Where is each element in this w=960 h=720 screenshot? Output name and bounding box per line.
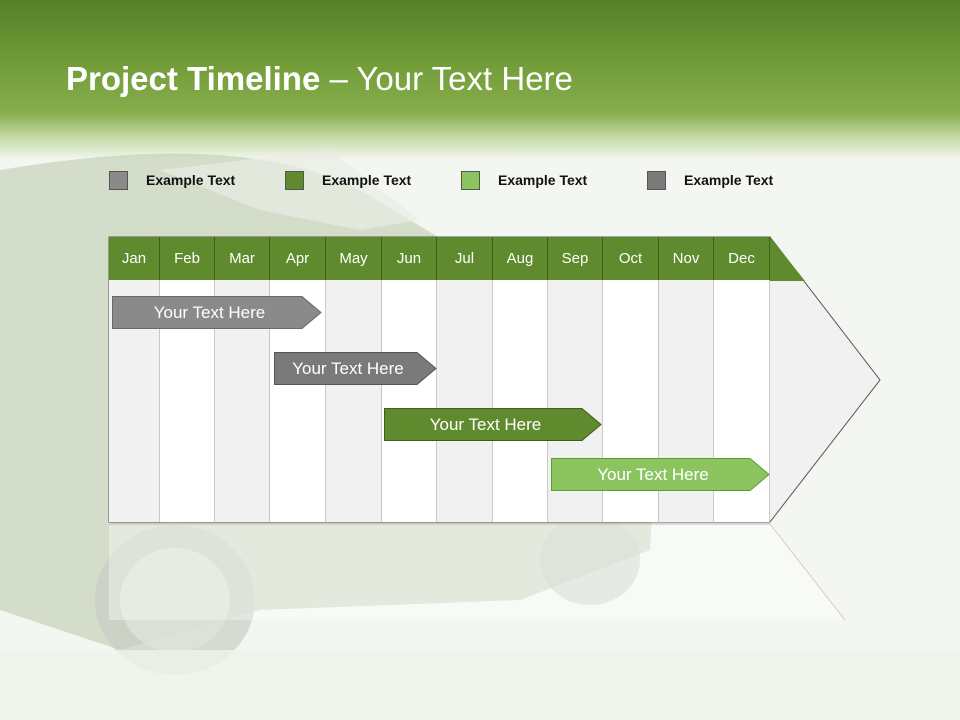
title-rest: – Your Text Here: [320, 60, 573, 97]
month-header-nov: Nov: [659, 237, 714, 280]
month-header-jun: Jun: [382, 237, 437, 280]
title-bold: Project Timeline: [66, 60, 321, 97]
legend-label: Example Text: [684, 172, 774, 188]
task-arrow-shape: [274, 352, 437, 385]
header-band: [0, 0, 960, 160]
task-arrow-shape: [551, 458, 770, 491]
legend-label: Example Text: [322, 172, 412, 188]
task-label: Your Text Here: [292, 359, 404, 378]
task-arrow-shape: [112, 296, 322, 329]
task-arrow[interactable]: Your Text Here: [384, 408, 602, 441]
month-column: [437, 280, 493, 522]
month-header-may: May: [326, 237, 382, 280]
month-header-sep: Sep: [548, 237, 603, 280]
task-label: Your Text Here: [429, 415, 542, 434]
legend-swatch: [647, 171, 666, 190]
task-arrow[interactable]: Your Text Here: [551, 458, 770, 491]
month-column: [326, 280, 382, 522]
legend-swatch: [285, 171, 304, 190]
month-header-mar: Mar: [215, 237, 270, 280]
legend-label: Example Text: [146, 172, 236, 188]
task-label: Your Text Here: [153, 303, 266, 322]
page-title: Project Timeline – Your Text Here: [66, 60, 573, 98]
month-header-feb: Feb: [160, 237, 215, 280]
task-label: Your Text Here: [597, 465, 709, 484]
month-column: [382, 280, 437, 522]
month-column: [493, 280, 548, 522]
legend-label: Example Text: [498, 172, 588, 188]
month-header-dec: Dec: [714, 237, 770, 280]
month-header-apr: Apr: [270, 237, 326, 280]
month-header-jul: Jul: [437, 237, 493, 280]
month-header-jan: Jan: [109, 237, 160, 280]
task-arrow-shape: [384, 408, 602, 441]
task-arrow[interactable]: Your Text Here: [274, 352, 437, 385]
month-header-oct: Oct: [603, 237, 659, 280]
legend-swatch: [461, 171, 480, 190]
task-arrow[interactable]: Your Text Here: [112, 296, 322, 329]
legend-swatch: [109, 171, 128, 190]
month-header-aug: Aug: [493, 237, 548, 280]
